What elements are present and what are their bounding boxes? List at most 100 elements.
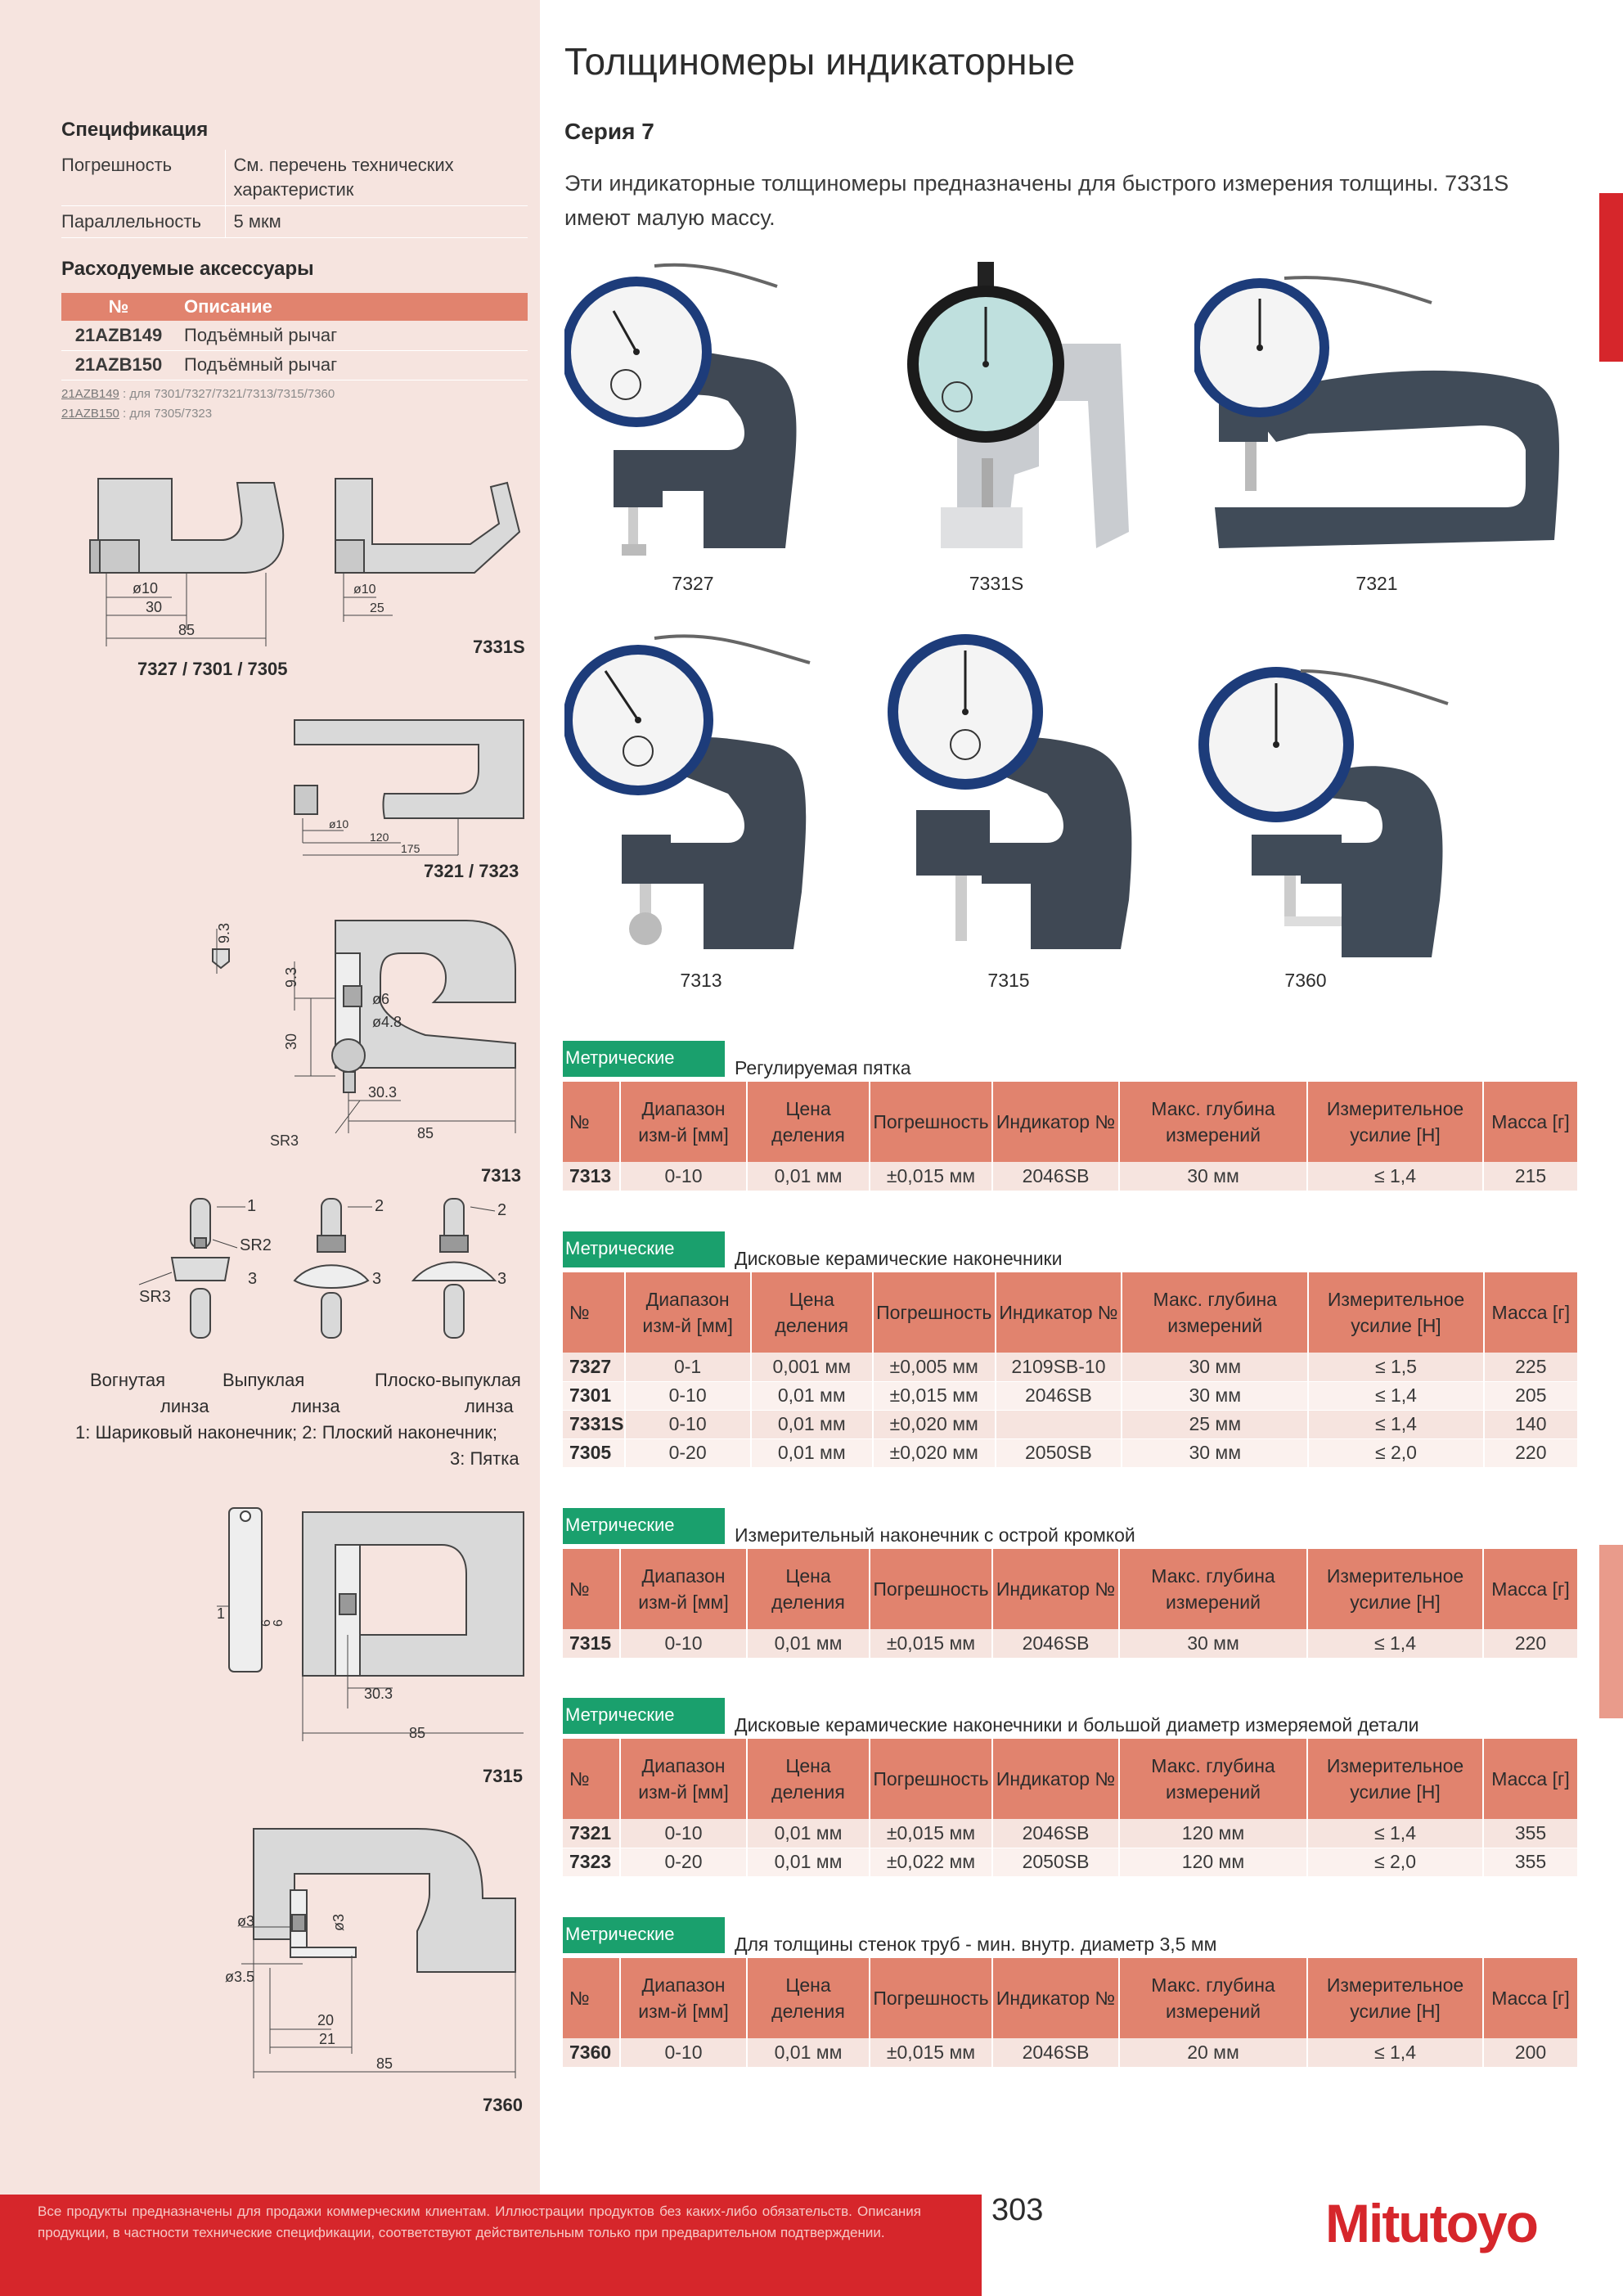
pink-tab — [1599, 1545, 1623, 1718]
acc-code: 21AZB149 — [61, 321, 176, 351]
grid-header: Цена деления — [747, 1739, 870, 1819]
dim-label: 25 — [370, 601, 384, 615]
svg-text:3: 3 — [372, 1270, 381, 1288]
diagram-label: 7321 / 7323 — [424, 861, 519, 881]
acc-note-code[interactable]: 21AZB150 — [61, 407, 119, 421]
spec-section: Метрические Дисковые керамические наконе… — [563, 1231, 1577, 1477]
table-cell: ±0,015 мм — [870, 2038, 993, 2068]
acc-row: 21AZB150 Подъёмный рычаг — [61, 350, 528, 380]
table-cell: ±0,015 мм — [870, 1629, 993, 1659]
svg-text:SR3: SR3 — [139, 1288, 171, 1306]
acc-note: 21AZB149 : для 7301/7327/7321/7313/7315/… — [61, 387, 335, 401]
model-number: 7323 — [563, 1848, 621, 1877]
acc-header-desc: Описание — [176, 293, 528, 321]
svg-text:30: 30 — [283, 1033, 299, 1050]
svg-text:3: 3 — [248, 1270, 257, 1288]
acc-note: 21AZB150 : для 7305/7323 — [61, 407, 213, 421]
table-cell: ≤ 1,4 — [1307, 2038, 1484, 2068]
grid-header: Погрешность — [870, 1549, 993, 1629]
table-cell: 0-20 — [620, 1848, 748, 1877]
table-cell: ±0,022 мм — [870, 1848, 993, 1877]
table-cell: 0-10 — [620, 2038, 748, 2068]
spec-value: См. перечень технических характеристик — [225, 150, 528, 206]
table-cell: 2050SB — [995, 1438, 1123, 1468]
spec-section: Метрические Дисковые керамические наконе… — [563, 1698, 1577, 1886]
table-cell: 20 мм — [1119, 2038, 1308, 2068]
diagram-label: 7327 / 7301 / 7305 — [137, 659, 288, 679]
table-cell: 2046SB — [995, 1381, 1123, 1411]
product-photo-7360 — [1198, 667, 1449, 957]
grid-header: Макс. глубина измерений — [1119, 1739, 1308, 1819]
grid-header: Цена деления — [750, 1272, 874, 1353]
svg-text:1: 1 — [217, 1605, 225, 1622]
table-cell: 30 мм — [1119, 1629, 1308, 1659]
table-cell: 2046SB — [992, 2038, 1120, 2068]
grid-header: Диапазон изм-й [мм] — [620, 1082, 748, 1162]
table-cell: 355 — [1483, 1819, 1577, 1848]
table-cell: 0,01 мм — [747, 1629, 870, 1659]
section-caption: Регулируемая пятка — [735, 1057, 911, 1078]
svg-text:SR3: SR3 — [270, 1132, 299, 1149]
lens-label: линза — [160, 1396, 209, 1416]
model-number: 7305 — [563, 1438, 626, 1468]
table-cell: 2046SB — [992, 1162, 1120, 1191]
table-cell: 0,01 мм — [747, 1162, 870, 1191]
table-cell: 120 мм — [1119, 1848, 1308, 1877]
grid-header: № — [563, 1082, 621, 1162]
section-caption: Измерительный наконечник с острой кромко… — [735, 1524, 1135, 1546]
grid-header: Измерительное усилие [Н] — [1307, 1739, 1484, 1819]
acc-note-code[interactable]: 21AZB149 — [61, 387, 119, 401]
page-number: 303 — [991, 2193, 1044, 2227]
table-cell: 2109SB-10 — [995, 1353, 1123, 1382]
accessories-title: Расходуемые аксессуары — [61, 258, 314, 280]
grid-header: Индикатор № — [995, 1272, 1123, 1353]
acc-desc: Подъёмный рычаг — [176, 350, 528, 380]
table-cell: ±0,020 мм — [872, 1410, 996, 1439]
table-cell: ±0,005 мм — [872, 1353, 996, 1382]
product-label: 7331S — [969, 573, 1024, 594]
table-cell: 0-10 — [620, 1819, 748, 1848]
grid-header: Измерительное усилие [Н] — [1307, 1958, 1484, 2038]
diagram-label: 7313 — [481, 1165, 521, 1186]
grid-header: № — [563, 1549, 621, 1629]
table-cell: 220 — [1483, 1629, 1577, 1659]
svg-text:9.3: 9.3 — [283, 967, 299, 988]
table-cell: 0,01 мм — [750, 1438, 874, 1468]
table-cell: 0-20 — [624, 1438, 752, 1468]
lens-label: Вогнутая — [90, 1370, 166, 1390]
accessories-table: № Описание 21AZB149 Подъёмный рычаг 21AZ… — [61, 293, 528, 380]
grid-header: Макс. глубина измерений — [1119, 1082, 1308, 1162]
table-cell: ±0,015 мм — [872, 1381, 996, 1411]
table-cell: 0,01 мм — [750, 1381, 874, 1411]
product-label: 7313 — [680, 970, 722, 991]
spec-title: Спецификация — [61, 119, 209, 141]
red-tab — [1599, 193, 1623, 362]
svg-text:ø6: ø6 — [372, 991, 389, 1007]
product-label: 7321 — [1355, 573, 1398, 594]
acc-code: 21AZB150 — [61, 350, 176, 380]
table-cell: 0,01 мм — [747, 1848, 870, 1877]
diagram-label: 7360 — [483, 2095, 523, 2115]
svg-text:9.3: 9.3 — [216, 923, 232, 943]
svg-text:120: 120 — [370, 831, 389, 844]
svg-text:ø3: ø3 — [330, 1914, 347, 1931]
table-cell: ≤ 2,0 — [1308, 1438, 1485, 1468]
product-photo-7313 — [564, 634, 811, 949]
spec-table: Погрешность См. перечень технических хар… — [61, 150, 528, 238]
lens-label: Плоско-выпуклая — [375, 1370, 521, 1390]
svg-text:ø3.5: ø3.5 — [225, 1969, 254, 1985]
model-number: 7315 — [563, 1629, 621, 1659]
dim-label: ø10 — [353, 583, 376, 597]
grid-header: Диапазон изм-й [мм] — [620, 1739, 748, 1819]
model-number: 7327 — [563, 1353, 626, 1382]
table-cell: 0,01 мм — [747, 1819, 870, 1848]
table-cell: 2046SB — [992, 1629, 1120, 1659]
